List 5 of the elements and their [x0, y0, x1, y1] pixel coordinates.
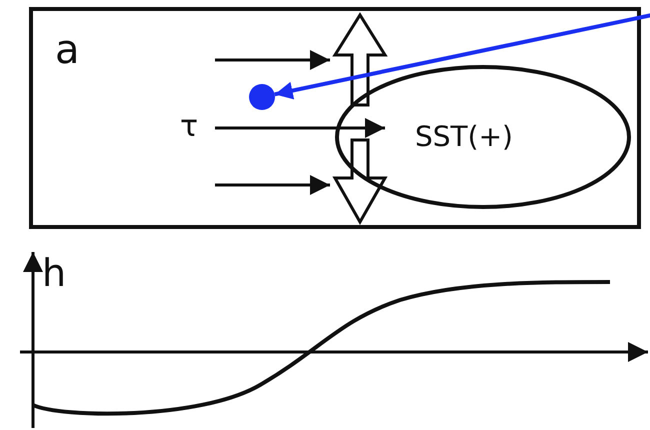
wind-stress-label: τ [180, 112, 198, 142]
axis-label: h [42, 254, 66, 292]
arrow [274, 13, 650, 100]
region-label: SST(+) [415, 123, 513, 151]
panel-label: a [55, 30, 80, 70]
